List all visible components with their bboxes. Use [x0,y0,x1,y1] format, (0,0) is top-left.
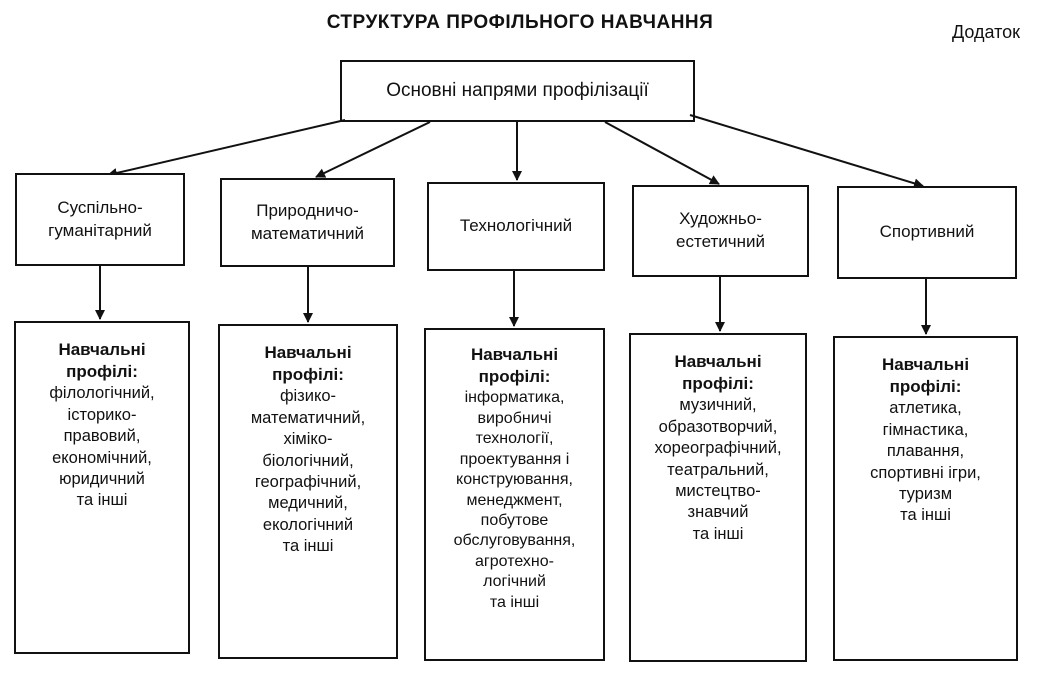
profile-item: інформатика, [464,389,565,407]
root-node: Основні напрями профілізації [340,60,695,122]
profile-item: образотворчий, [658,417,778,436]
profile-item: плавання, [886,442,965,461]
profiles-box-2: Навчальні профілі: фізико- математичний,… [218,324,398,659]
direction-node-2: Природничо- математичний [220,178,395,267]
direction-label-line: Суспільно- [57,197,143,217]
direction-node-1: Суспільно- гуманітарний [15,173,185,266]
profile-item: хіміко- [283,430,333,449]
profile-item: спортивні ігри, [870,463,981,482]
profiles-heading: профілі: [66,362,138,382]
profile-item: економічний, [52,448,152,467]
profile-item: музичний, [679,396,757,415]
profile-item: мистецтво- [675,481,761,500]
profile-item: біологічний, [262,451,354,470]
profile-item: логічний [483,573,546,591]
profile-item: медичний, [268,494,348,513]
direction-node-3: Технологічний [427,182,605,271]
profile-item: та інші [76,491,128,510]
profile-item: юридичний [59,469,145,488]
profile-item: хореографічний, [654,439,782,458]
profile-item: та інші [489,593,540,611]
profile-item: та інші [900,506,951,525]
profile-item: агротехно- [475,552,554,570]
profile-item: екологічний [262,515,354,534]
arrow-root-to-direction-1 [107,119,346,178]
direction-node-5: Спортивний [837,186,1017,279]
profile-item: атлетика, [889,399,962,418]
profile-item: обслуговування, [453,532,576,550]
direction-label-line: Технологічний [459,216,573,236]
profile-item: та інші [692,524,744,543]
profile-item: театральний, [667,460,769,479]
direction-label-line: гуманітарний [48,220,152,240]
profiles-heading: профілі: [272,365,344,385]
profile-item: правовий, [63,427,141,446]
profile-item: гімнастика, [882,420,969,439]
diagram-title: СТРУКТУРА ПРОФІЛЬНОГО НАВЧАННЯ [326,12,714,33]
profile-item: технології, [475,430,554,448]
direction-label-line: Природничо- [256,200,359,220]
profiles-heading: Навчальні [264,343,352,362]
profile-item: філологічний, [49,384,155,403]
profile-item: туризм [898,484,953,503]
root-label: Основні напрями профілізації [386,80,649,101]
profiles-heading: Навчальні [470,345,559,364]
direction-label-line: математичний [250,223,365,243]
arrow-root-to-direction-5 [689,114,924,189]
profiles-box-3: Навчальні профілі: інформатика, виробнич… [424,328,605,661]
profiles-heading: профілі: [889,377,962,397]
profile-item: знавчий [687,503,749,522]
direction-node-4: Художньо- естетичний [632,185,809,277]
profile-item: історико- [67,405,137,424]
profile-item: побутове [480,512,549,529]
profiles-heading: Навчальні [674,352,762,371]
profile-item: фізико- [279,387,337,406]
profile-item: географічний, [254,472,362,491]
profiles-box-1: Навчальні профілі: філологічний, історик… [14,321,190,654]
profile-item: та інші [282,537,334,556]
profiles-box-5: Навчальні профілі: атлетика, гімнастика,… [833,336,1018,661]
profiles-box-4: Навчальні профілі: музичний, образотворч… [629,333,807,662]
direction-label-line: естетичний [676,232,765,251]
direction-label-line: Художньо- [679,209,762,229]
direction-label-line: Спортивний [879,222,975,242]
profile-item: менеджмент, [466,491,563,509]
arrow-root-to-direction-2 [315,121,431,178]
profile-item: конструювання, [456,471,573,489]
profiles-heading: профілі: [478,367,551,387]
profile-item: виробничі [477,409,552,427]
profiles-heading: профілі: [682,374,754,394]
arrow-root-to-direction-4 [604,121,720,185]
profiles-heading: Навчальні [881,355,970,374]
profile-item: проектування і [459,450,570,468]
appendix-label: Додаток [951,22,1020,42]
profile-item: математичний, [250,408,366,427]
profiles-heading: Навчальні [58,340,146,359]
